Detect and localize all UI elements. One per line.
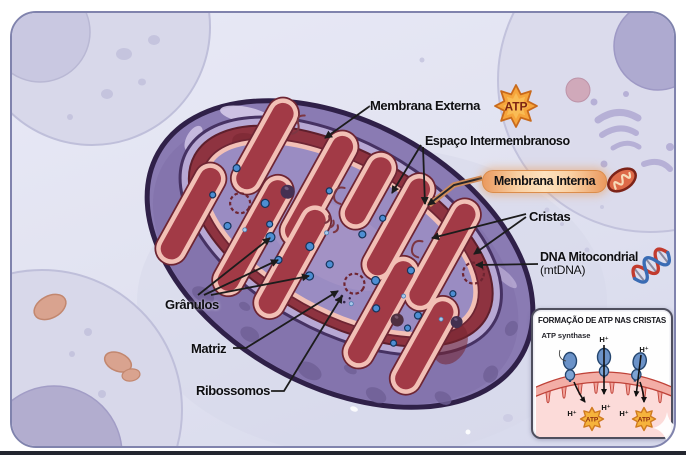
label-espaco-intermembranoso: Espaço Intermembranoso — [425, 134, 570, 148]
label-membrana-externa: Membrana Externa — [370, 98, 480, 113]
h-plus-label: H⁺ — [619, 409, 628, 418]
h-plus-label: H⁺ — [599, 335, 608, 344]
label-ribossomos: Ribossomos — [196, 383, 271, 398]
matrix-granules-small — [242, 227, 444, 322]
inset-diagram: H⁺ H⁺ H⁺ H⁺ H⁺ ATP ATP — [536, 335, 671, 437]
label-cristas: Cristas — [529, 209, 571, 224]
illustration-frame: Membrana Externa Espaço Intermembranoso … — [10, 11, 676, 448]
leader-lines — [197, 105, 539, 392]
dna-label-line2: (mtDNA) — [540, 263, 586, 278]
h-plus-labels: H⁺ H⁺ H⁺ H⁺ H⁺ — [567, 335, 648, 418]
inset-atp-synthase-label: ATP synthase — [541, 331, 591, 340]
dna-label-line1: DNA Mitocondrial — [540, 250, 638, 264]
atp-star-icon: ATP — [494, 84, 538, 128]
atp-burst-icons: ATP ATP — [579, 406, 657, 432]
matrix-squiggles — [291, 114, 424, 259]
inset-title: FORMAÇÃO DE ATP NAS CRISTAS — [537, 316, 667, 325]
label-granulos: Grânulos — [165, 297, 219, 312]
mitochondrion-illustration — [144, 96, 536, 410]
mitochondrion-icon — [607, 167, 637, 193]
sparkle-icon — [653, 412, 674, 444]
h-plus-label: H⁺ — [567, 409, 576, 418]
proton-arrows — [573, 345, 647, 403]
label-matriz: Matriz — [191, 341, 227, 356]
matrix-dark-spheres — [280, 184, 463, 329]
dna-helix-icon — [631, 247, 671, 284]
label-membrana-interna: Membrana Interna — [482, 170, 607, 193]
main-art — [12, 13, 674, 446]
atp-burst-label: ATP — [638, 417, 651, 424]
label-dna-mitocondrial: DNA Mitocondrial (mtDNA) — [540, 250, 638, 278]
inset-panel: FORMAÇÃO DE ATP NAS CRISTAS — [531, 308, 673, 439]
atp-burst-label: ATP — [586, 417, 599, 424]
h-plus-label: H⁺ — [601, 403, 610, 412]
svg-text:ATP: ATP — [504, 100, 527, 114]
h-plus-label: H⁺ — [639, 345, 648, 354]
bottom-bar — [0, 451, 686, 455]
atp-synthase-proteins — [562, 347, 648, 382]
